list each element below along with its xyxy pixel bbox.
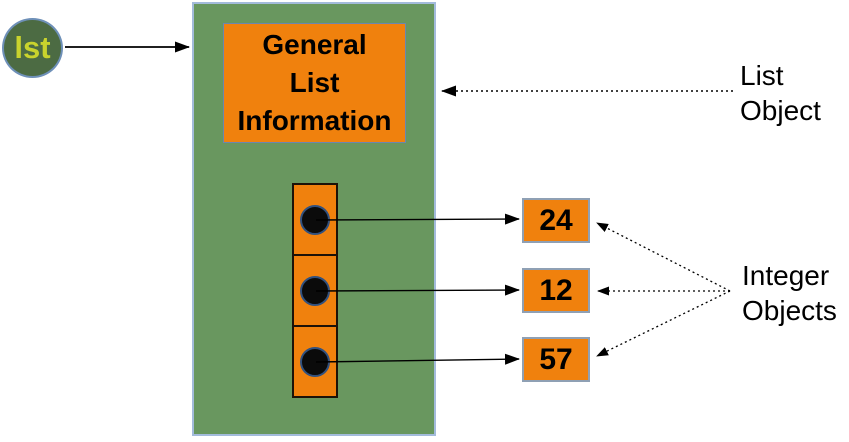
list-object-label-line-2: Object — [740, 95, 821, 126]
integer-value: 24 — [539, 203, 573, 237]
list-object-label-line-1: List — [740, 60, 784, 91]
variable-node: lst — [2, 18, 63, 78]
integer-objects-label-line-2: Objects — [742, 295, 837, 326]
pointer-cell-1 — [294, 254, 336, 325]
pointer-dot-1 — [300, 275, 330, 306]
pointer-dot-0 — [300, 204, 330, 235]
integer-box-12: 12 — [522, 268, 590, 313]
pointer-cell-column — [292, 183, 338, 398]
integer-objects-label-line-1: Integer — [742, 260, 830, 291]
pointer-cell-0 — [294, 185, 336, 254]
general-info-line-2: List — [289, 67, 340, 98]
integer-value: 12 — [539, 273, 573, 307]
arrow-annotation-to-24 — [596, 222, 731, 292]
arrow-annotation-to-57 — [596, 290, 731, 357]
pointer-cell-2 — [294, 325, 336, 396]
list-object-label: List Object — [740, 58, 821, 128]
general-info-box: General List Information — [223, 23, 406, 143]
integer-box-24: 24 — [522, 198, 590, 243]
integer-box-57: 57 — [522, 337, 590, 382]
integer-value: 57 — [539, 342, 573, 376]
general-info-line-3: Information — [237, 105, 392, 136]
integer-objects-label: Integer Objects — [742, 258, 837, 328]
general-info-line-1: General — [262, 29, 367, 60]
variable-label: lst — [14, 29, 51, 65]
pointer-dot-2 — [300, 346, 330, 377]
